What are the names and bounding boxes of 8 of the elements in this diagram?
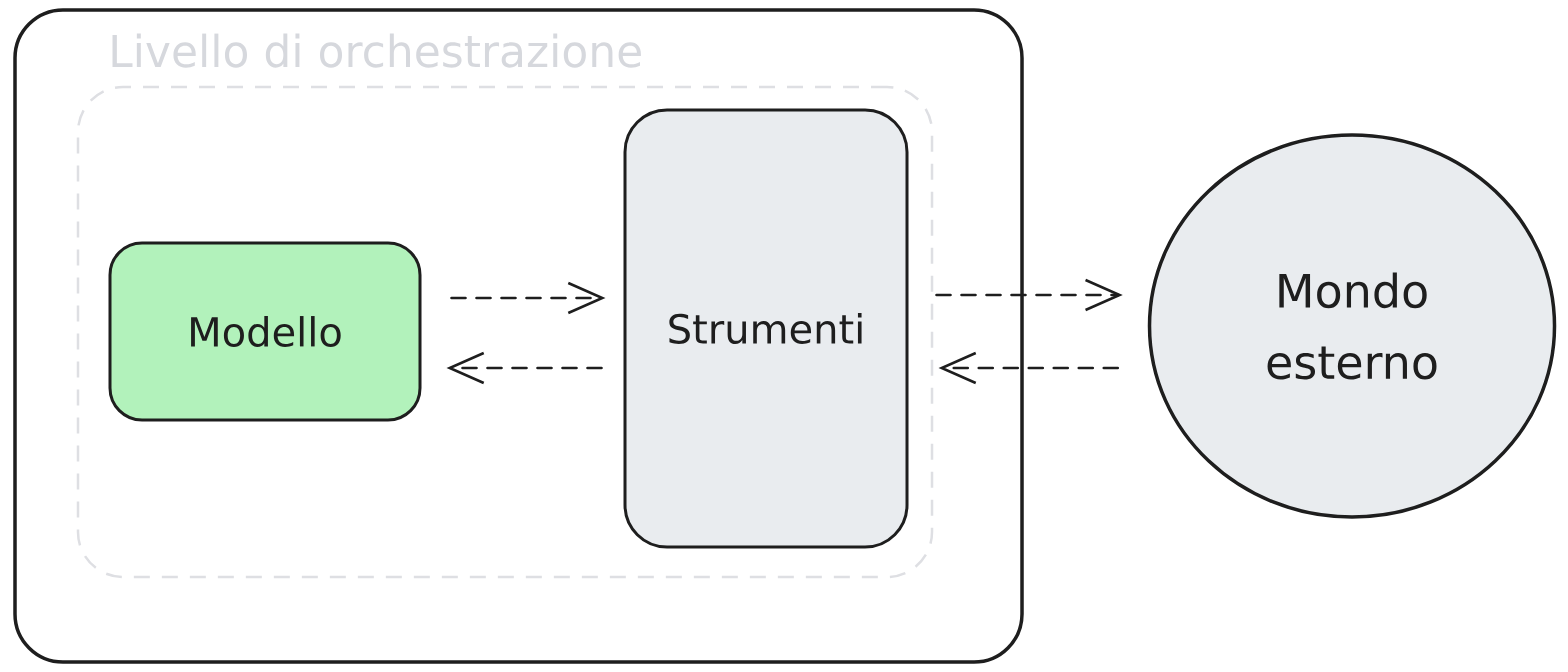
dashed-arrow xyxy=(450,281,606,315)
dashed-arrow xyxy=(935,278,1123,312)
process-box: Strumenti xyxy=(623,108,909,549)
circle-node: Mondo esterno xyxy=(1147,133,1557,519)
process-box: Modello xyxy=(108,241,422,422)
dashed-arrow xyxy=(938,351,1120,385)
dashed-box xyxy=(76,85,934,579)
dashed-arrow xyxy=(446,351,603,385)
